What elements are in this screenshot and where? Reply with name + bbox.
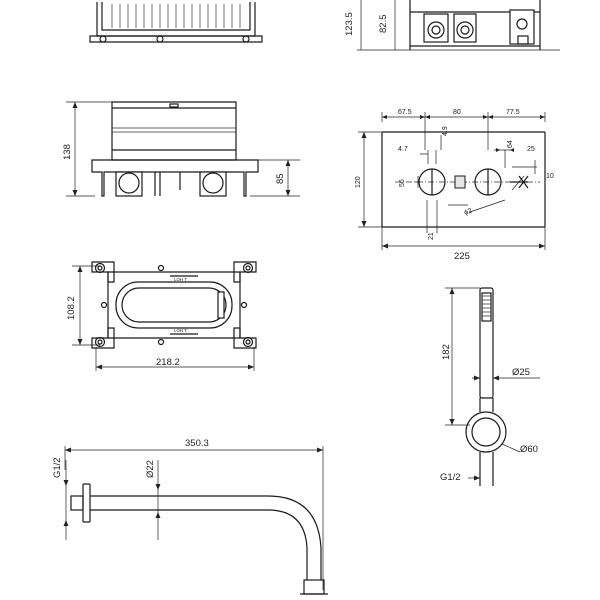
mounting-frame-top-view bbox=[72, 261, 257, 371]
dim-handshower-thread: G1/2 bbox=[440, 472, 461, 483]
mounting-box-top-view bbox=[89, 2, 263, 43]
dim-small-25: 25 bbox=[527, 146, 535, 153]
dim-plate-right: 77.5 bbox=[506, 109, 520, 116]
mounting-box-side-view bbox=[66, 101, 300, 197]
dim-frame-width: 218.2 bbox=[156, 357, 180, 368]
dim-plate-mid: 80 bbox=[453, 109, 461, 116]
dim-handshower-length: 182 bbox=[441, 344, 452, 360]
dim-top-height-b: 82.5 bbox=[378, 15, 389, 34]
dim-arm-thread: G1/2 bbox=[52, 457, 63, 478]
dim-handshower-diam: Ø25 bbox=[512, 367, 530, 378]
dim-small-4-9: 4.9 bbox=[442, 126, 449, 136]
dim-small-21: 21 bbox=[428, 232, 435, 240]
shower-arm-view bbox=[63, 446, 328, 595]
dim-arm-length: 350.3 bbox=[185, 438, 209, 449]
dim-body-height-inner: 85 bbox=[275, 173, 286, 184]
frame-label-top: LOH T bbox=[174, 277, 187, 282]
dim-plate-height: 120 bbox=[355, 176, 362, 188]
dim-arm-diam: Ø22 bbox=[145, 460, 156, 478]
dim-frame-height: 108.2 bbox=[66, 296, 77, 320]
dim-small-10: 10 bbox=[546, 173, 554, 180]
valve-body-side-view bbox=[357, 0, 560, 51]
dim-plate-width: 225 bbox=[454, 251, 470, 262]
dim-plate-left: 67.5 bbox=[398, 109, 412, 116]
hand-shower-view bbox=[445, 287, 540, 486]
dim-small-64: 64 bbox=[507, 140, 514, 148]
dim-top-height-a: 123.5 bbox=[344, 12, 355, 36]
dim-phi2: ϕ2 bbox=[463, 208, 473, 217]
dim-holder-diam: Ø60 bbox=[520, 444, 538, 455]
frame-label-bottom: LOH T bbox=[174, 328, 187, 333]
dim-body-height-total: 138 bbox=[62, 144, 73, 160]
dim-small-4-7: 4.7 bbox=[398, 146, 408, 153]
dim-small-56: 56 bbox=[399, 179, 406, 187]
cover-plate-front-view bbox=[358, 112, 546, 250]
